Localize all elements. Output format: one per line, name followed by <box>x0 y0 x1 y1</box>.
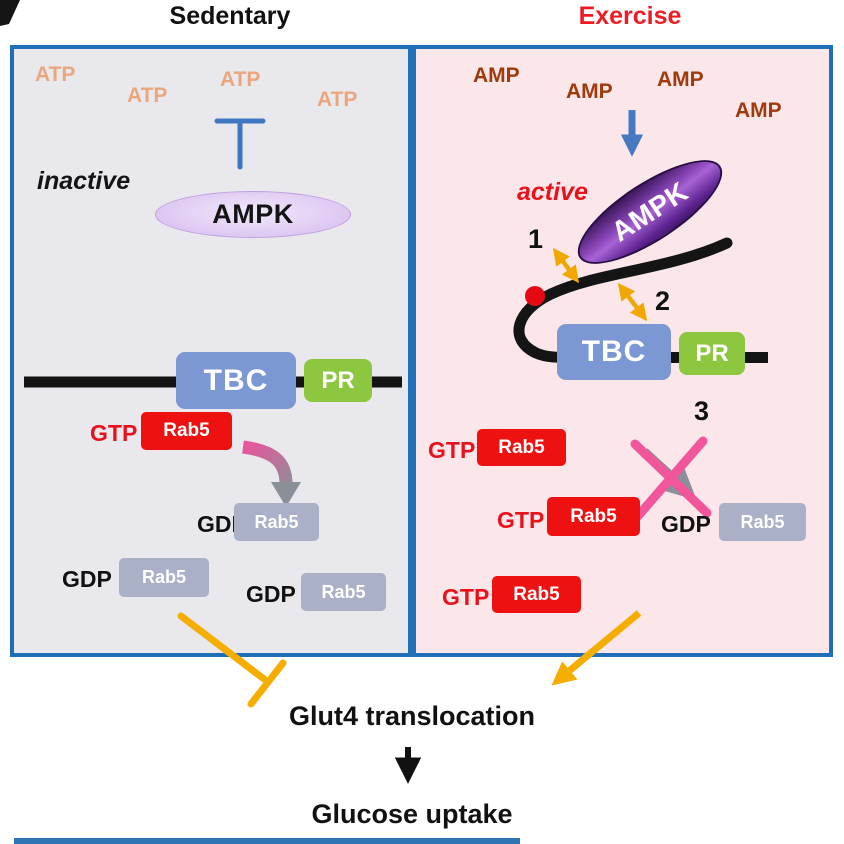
glucose-label: Glucose uptake <box>311 799 513 829</box>
tbc-domain-right: TBC <box>557 324 671 380</box>
corner-mark <box>0 0 20 26</box>
rab5-gtp-box-r3: Rab5 <box>492 576 581 613</box>
step-1-label: 1 <box>528 224 544 254</box>
gtp-label-r2: GTP <box>497 507 545 533</box>
amp-label-3: AMP <box>657 68 704 91</box>
gdp-label-3: GDP <box>246 581 296 607</box>
active-label: active <box>517 178 588 206</box>
glut4-label: Glut4 translocation <box>288 701 536 731</box>
gtp-label-left: GTP <box>90 420 138 446</box>
ampk-inactive: AMPK <box>155 191 351 238</box>
inactive-label: inactive <box>37 167 131 195</box>
tbc-domain-left: TBC <box>176 352 296 409</box>
rab5-gtp-box-left: Rab5 <box>141 412 232 450</box>
exercise-title: Exercise <box>578 2 682 30</box>
sedentary-panel <box>10 45 412 657</box>
atp-label-4: ATP <box>317 88 358 111</box>
rab5-gtp-box-r2: Rab5 <box>547 497 640 536</box>
rab5-gdp-box-3: Rab5 <box>301 573 386 611</box>
rab5-gtp-box-r1: Rab5 <box>477 429 566 466</box>
gtp-label-r1: GTP <box>428 437 476 463</box>
amp-label-1: AMP <box>473 64 520 87</box>
rab5-gdp-box-right: Rab5 <box>719 503 806 541</box>
atp-label-2: ATP <box>127 84 168 107</box>
amp-label-4: AMP <box>735 99 782 122</box>
gdp-label-2: GDP <box>62 566 112 592</box>
sedentary-title: Sedentary <box>169 2 291 30</box>
amp-label-2: AMP <box>566 80 613 103</box>
step-2-label: 2 <box>655 286 671 316</box>
pr-domain-left: PR <box>304 359 372 402</box>
pr-domain-right: PR <box>679 332 745 375</box>
gtp-label-r3: GTP <box>442 584 490 610</box>
rab5-gdp-box-1: Rab5 <box>234 503 319 541</box>
rab5-gdp-box-2: Rab5 <box>119 558 209 597</box>
step-3-label: 3 <box>694 396 710 426</box>
atp-label-1: ATP <box>35 63 76 86</box>
gdp-label-right: GDP <box>661 511 711 537</box>
atp-label-3: ATP <box>220 68 261 91</box>
